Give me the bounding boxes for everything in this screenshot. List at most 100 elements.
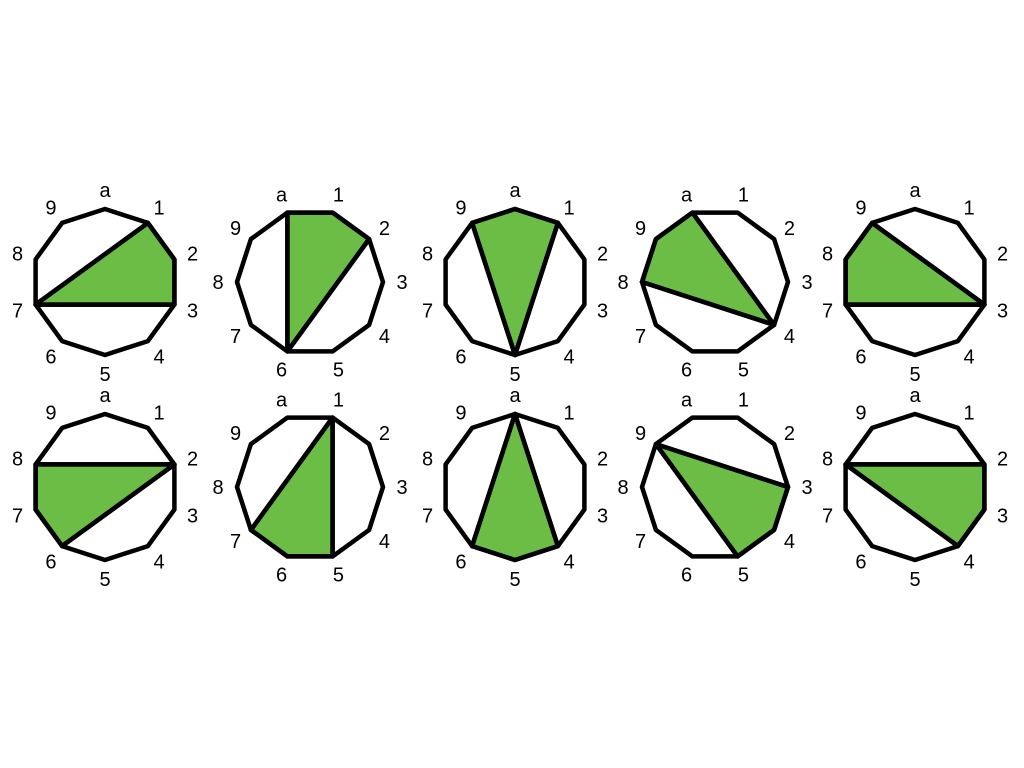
vertex-label-5: 5 [509, 364, 520, 386]
decagon-outline [843, 411, 987, 563]
vertex-label-3: 3 [597, 300, 608, 322]
vertex-label-7: 7 [822, 300, 833, 322]
vertex-label-1: 1 [738, 185, 749, 207]
diagonal-chord [512, 411, 561, 549]
vertex-label-8: 8 [12, 449, 23, 471]
vertex-label-a: a [681, 390, 693, 412]
shaded-quadrilateral [285, 210, 372, 354]
vertex-label-a: a [99, 385, 111, 407]
vertex-label-9: 9 [455, 198, 466, 220]
vertex-label-2: 2 [597, 449, 608, 471]
vertex-label-4: 4 [154, 346, 165, 368]
vertex-label-1: 1 [738, 390, 749, 412]
vertex-label-6: 6 [455, 551, 466, 573]
vertex-label-1: 1 [964, 198, 975, 220]
decagon-outline [639, 210, 791, 354]
vertex-label-1: 1 [333, 390, 344, 412]
vertex-label-7: 7 [635, 531, 646, 553]
vertex-label-2: 2 [597, 244, 608, 266]
vertex-label-6: 6 [276, 565, 287, 587]
vertex-label-4: 4 [564, 551, 575, 573]
vertex-label-6: 6 [45, 551, 56, 573]
vertex-label-2: 2 [379, 218, 390, 240]
vertex-label-6: 6 [855, 551, 866, 573]
diagonal-chord [653, 441, 740, 559]
vertex-label-2: 2 [784, 218, 795, 240]
vertex-label-5: 5 [99, 364, 110, 386]
vertex-label-2: 2 [784, 423, 795, 445]
vertex-label-4: 4 [154, 551, 165, 573]
vertex-label-7: 7 [12, 505, 23, 527]
vertex-label-7: 7 [422, 300, 433, 322]
diagonal-chord [469, 220, 518, 358]
vertex-label-3: 3 [396, 272, 407, 294]
vertex-label-8: 8 [422, 449, 433, 471]
vertex-label-5: 5 [738, 565, 749, 587]
vertex-label-6: 6 [681, 360, 692, 382]
vertex-label-4: 4 [379, 531, 390, 553]
vertex-label-2: 2 [997, 244, 1008, 266]
vertex-label-9: 9 [230, 218, 241, 240]
vertex-label-9: 9 [635, 218, 646, 240]
vertex-label-7: 7 [635, 326, 646, 348]
vertex-label-1: 1 [564, 403, 575, 425]
vertex-label-1: 1 [564, 198, 575, 220]
diagonal-chord [285, 236, 372, 354]
shaded-quadrilateral [843, 220, 987, 307]
vertex-label-7: 7 [230, 531, 241, 553]
decagon-outline [33, 411, 177, 563]
vertex-label-a: a [509, 385, 521, 407]
vertex-label-7: 7 [422, 505, 433, 527]
vertex-label-8: 8 [212, 272, 223, 294]
vertex-label-5: 5 [738, 360, 749, 382]
vertex-label-9: 9 [635, 423, 646, 445]
vertex-label-6: 6 [45, 346, 56, 368]
diagonal-chord [690, 210, 777, 328]
diagonal-chord [248, 415, 335, 533]
diagonal-chord [59, 462, 177, 549]
vertex-label-2: 2 [997, 449, 1008, 471]
decagon-outline [33, 206, 177, 358]
vertex-label-4: 4 [784, 326, 795, 348]
decagon-outline [443, 411, 587, 563]
vertex-label-6: 6 [455, 346, 466, 368]
vertex-label-a: a [509, 180, 521, 202]
vertex-label-a: a [909, 180, 921, 202]
shaded-quadrilateral [248, 415, 335, 559]
vertex-label-1: 1 [333, 185, 344, 207]
vertex-label-a: a [909, 385, 921, 407]
shaded-quadrilateral [33, 220, 177, 307]
vertex-label-5: 5 [333, 565, 344, 587]
vertex-label-3: 3 [597, 505, 608, 527]
vertex-label-2: 2 [187, 449, 198, 471]
shaded-quadrilateral [843, 462, 987, 549]
vertex-label-2: 2 [379, 423, 390, 445]
decagon-outline [234, 210, 386, 354]
vertex-label-1: 1 [154, 403, 165, 425]
vertex-label-3: 3 [187, 505, 198, 527]
diagonal-chord [869, 220, 987, 307]
vertex-label-9: 9 [855, 198, 866, 220]
vertex-label-3: 3 [187, 300, 198, 322]
vertex-label-a: a [276, 185, 288, 207]
diagonal-chord [639, 279, 777, 328]
vertex-label-8: 8 [617, 477, 628, 499]
vertex-label-8: 8 [822, 449, 833, 471]
diagonal-chord [653, 441, 791, 490]
diagonal-chord [33, 220, 151, 307]
vertex-label-8: 8 [12, 244, 23, 266]
vertex-label-8: 8 [617, 272, 628, 294]
vertex-label-5: 5 [909, 569, 920, 591]
vertex-label-7: 7 [822, 505, 833, 527]
vertex-label-a: a [276, 390, 288, 412]
diagonal-chord [512, 220, 561, 358]
vertex-label-9: 9 [855, 403, 866, 425]
shaded-quadrilateral [653, 441, 791, 559]
vertex-label-4: 4 [964, 346, 975, 368]
